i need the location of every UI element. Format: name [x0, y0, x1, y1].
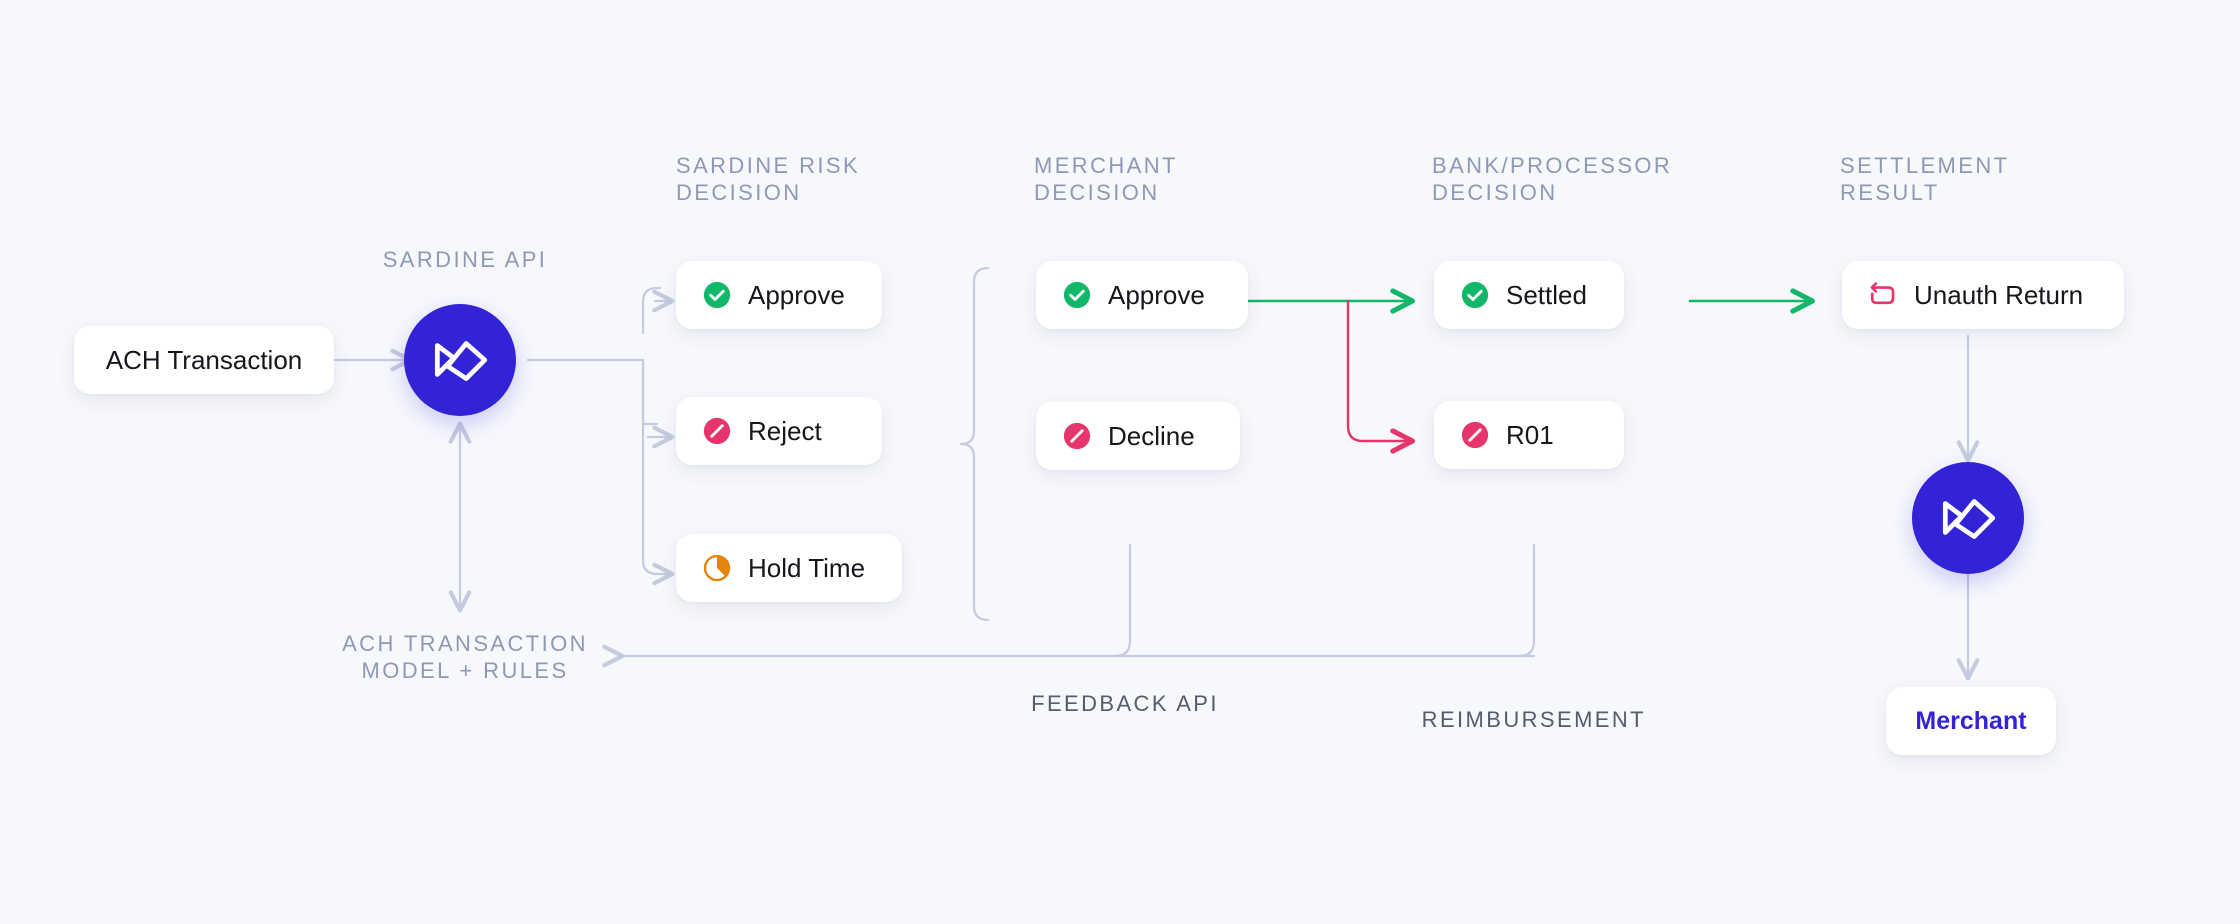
node-merchant-label: Merchant [1915, 706, 2027, 735]
column-header-sardine-risk-decision: SARDINE RISK DECISION [676, 153, 861, 205]
node-merchant-approve[interactable]: Approve [1036, 261, 1248, 329]
sardine-logo-reimbursement[interactable] [1912, 462, 2024, 574]
block-circle-icon [703, 417, 731, 445]
sardine-fish-logo-icon [1942, 499, 1996, 539]
wire-feedback-drop-merchant [1113, 543, 1132, 658]
check-circle-icon [1063, 281, 1091, 309]
node-merchant[interactable]: Merchant [1886, 687, 2056, 755]
node-merchant-decline-label: Decline [1108, 421, 1195, 451]
pie-clock-icon [703, 554, 731, 582]
node-bank-settled[interactable]: Settled [1434, 261, 1624, 329]
sardine-logo-api[interactable] [404, 304, 516, 416]
column-header-merchant-decision: MERCHANT DECISION [1034, 153, 1178, 205]
node-bank-r01-label: R01 [1506, 420, 1554, 450]
node-sardine-reject-label: Reject [748, 416, 822, 446]
node-sardine-hold-time-label: Hold Time [748, 553, 866, 583]
wire-branch-bottom [641, 358, 662, 576]
sardine-fish-logo-icon [434, 341, 488, 381]
wire-brace-merchant [959, 266, 990, 622]
block-circle-icon [1461, 421, 1489, 449]
caption-ach-transaction-model-rules: ACH TRANSACTION MODEL + RULES [342, 631, 588, 683]
node-sardine-reject[interactable]: Reject [676, 397, 882, 465]
node-unauth-return[interactable]: Unauth Return [1842, 261, 2124, 329]
wire-merchant-approve-to-r01 [1346, 299, 1412, 441]
node-sardine-approve-label: Approve [748, 280, 845, 310]
block-circle-icon [1063, 422, 1091, 450]
node-ach-transaction[interactable]: ACH Transaction [74, 326, 334, 394]
check-circle-icon [1461, 281, 1489, 309]
wire-branch-top [641, 286, 662, 335]
node-merchant-decline[interactable]: Decline [1036, 402, 1240, 470]
column-header-settlement-result: SETTLEMENT RESULT [1840, 153, 2010, 205]
wire-feedback-drop-bank [1517, 543, 1536, 658]
caption-sardine-api: SARDINE API [382, 247, 548, 272]
caption-feedback-api: FEEDBACK API [1031, 691, 1219, 716]
node-sardine-approve[interactable]: Approve [676, 261, 882, 329]
return-arrow-icon [1870, 282, 1895, 305]
column-header-bank-processor-decision: BANK/PROCESSOR DECISION [1432, 153, 1673, 205]
wire-branch-mid [641, 358, 659, 426]
node-merchant-approve-label: Approve [1108, 280, 1205, 310]
node-sardine-hold-time[interactable]: Hold Time [676, 534, 902, 602]
node-bank-settled-label: Settled [1506, 280, 1587, 310]
node-bank-r01[interactable]: R01 [1434, 401, 1624, 469]
node-ach-transaction-label: ACH Transaction [105, 345, 303, 375]
caption-reimbursement: REIMBURSEMENT [1421, 707, 1646, 732]
node-unauth-return-label: Unauth Return [1914, 280, 2084, 310]
check-circle-icon [703, 281, 731, 309]
